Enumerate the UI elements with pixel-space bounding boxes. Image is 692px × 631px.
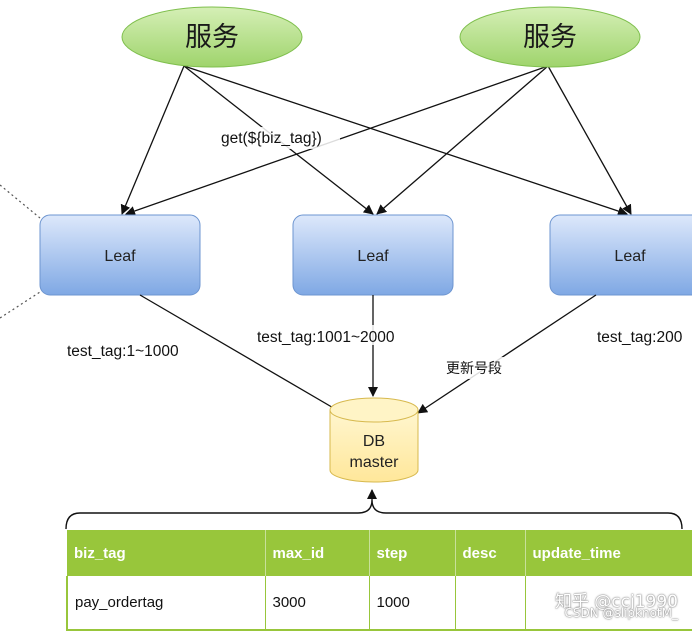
table-brace <box>65 499 683 530</box>
cell-step: 1000 <box>369 576 456 631</box>
watermark-zhihu: 知乎 @ccj1990 <box>554 592 678 612</box>
leaf-node-1: Leaf <box>39 214 201 296</box>
cell-max-id: 3000 <box>265 576 370 631</box>
col-header-biz-tag: biz_tag <box>67 530 266 576</box>
cell-update-time <box>525 576 692 631</box>
call-label: get(${biz_tag}) <box>221 130 322 147</box>
segment-label-3: test_tag:200 <box>597 329 683 346</box>
db-master-node: DB master <box>329 397 419 483</box>
col-header-max-id: max_id <box>265 530 370 576</box>
arrow-svc1-leaf1 <box>120 65 185 215</box>
service-label: 服务 <box>523 22 577 53</box>
dotted-connector-top <box>0 184 41 219</box>
leaf-label: Leaf <box>614 248 646 265</box>
segment-label-1: test_tag:1~1000 <box>67 343 179 360</box>
update-segment-label: 更新号段 <box>446 361 502 377</box>
segment-label-2: test_tag:1001~2000 <box>257 329 395 346</box>
watermark-csdn: CSDN @slipknotM_ <box>564 606 678 620</box>
db-label-line1: DB <box>363 433 385 450</box>
leaf-to-db-arrows <box>139 294 597 414</box>
leaf-node-3: Leaf <box>549 214 692 296</box>
col-header-desc: desc <box>455 530 526 576</box>
service-to-leaf-arrows <box>120 65 632 216</box>
leaf-label: Leaf <box>104 248 136 265</box>
col-header-step: step <box>369 530 456 576</box>
service-label: 服务 <box>185 22 239 53</box>
arrow-leaf3-db <box>417 294 597 414</box>
leaf-label: Leaf <box>357 248 389 265</box>
arrow-svc1-leaf3 <box>183 65 628 216</box>
arrow-svc2-leaf2 <box>376 65 549 215</box>
table-header-row: biz_tag max_id step desc update_time <box>67 530 692 576</box>
arrow-leaf1-db <box>139 294 343 414</box>
leaf-node-2: Leaf <box>292 214 454 296</box>
db-label-line2: master <box>350 454 400 471</box>
service-node-2: 服务 <box>459 6 641 68</box>
dotted-connector-bottom <box>0 291 41 319</box>
col-header-update-time: update_time <box>525 530 692 576</box>
cell-desc <box>455 576 526 631</box>
cell-biz-tag: pay_ordertag <box>66 576 266 631</box>
arrow-svc2-leaf3 <box>547 65 632 215</box>
service-node-1: 服务 <box>121 6 303 68</box>
